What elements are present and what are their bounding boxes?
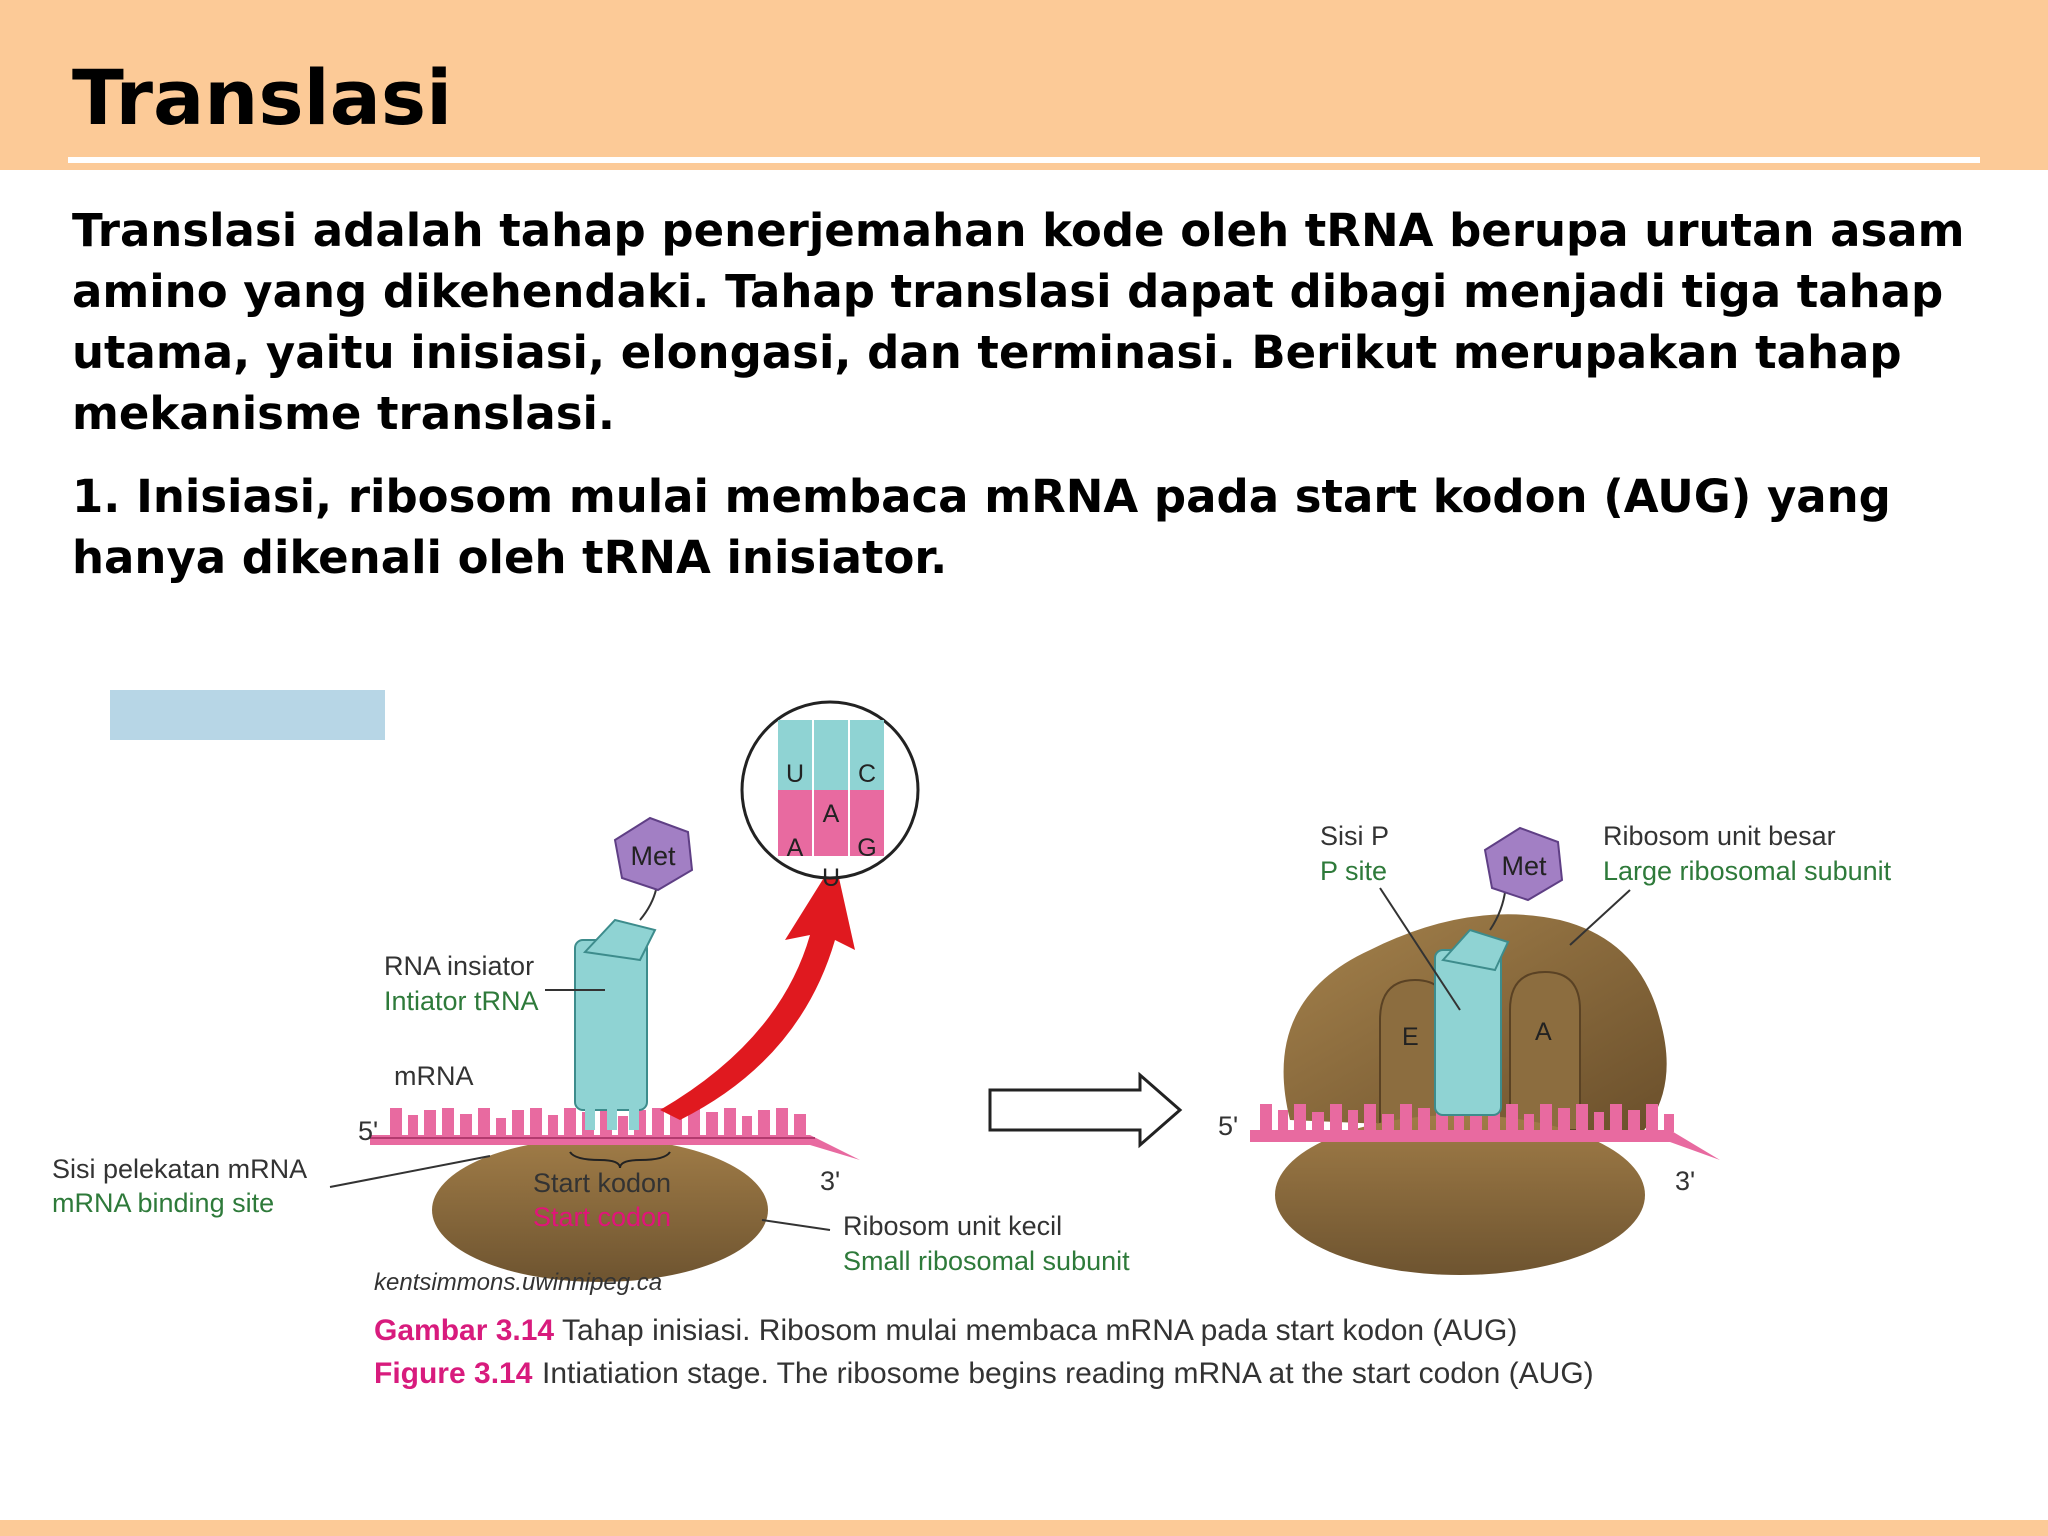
five-prime-left: 5' xyxy=(358,1116,378,1146)
three-prime-left: 3' xyxy=(820,1166,840,1196)
title-bar xyxy=(0,0,2048,170)
large-subunit-label-id: Ribosom unit besar xyxy=(1603,821,1836,851)
caption-en-text: Intiatiation stage. The ribosome begins … xyxy=(542,1357,1594,1390)
caption-id-text: Tahap inisiasi. Ribosom mulai membaca mR… xyxy=(562,1314,1517,1347)
p-site-label-id: Sisi P xyxy=(1320,821,1389,851)
mrna-strand-right xyxy=(1250,1130,1720,1160)
codon-top-1: U xyxy=(786,760,804,788)
figure-source: kentsimmons.uwinnipeg.ca xyxy=(374,1269,662,1296)
start-codon-label-en: Start codon xyxy=(533,1202,671,1232)
codon-bottom-3: G xyxy=(857,834,876,862)
caption-en-label: Figure 3.14 xyxy=(374,1357,533,1390)
codon-bottom-1: A xyxy=(787,834,804,862)
met-hexagon-left xyxy=(613,816,694,892)
start-codon-label-id: Start kodon xyxy=(533,1168,671,1198)
small-subunit-right xyxy=(1275,1115,1645,1275)
mrna-label: mRNA xyxy=(394,1061,474,1091)
title-divider xyxy=(68,157,1980,163)
trna-label-id: RNA insiator xyxy=(384,951,534,981)
figure-svg: Met U A C A U G RNA insiator Intiator tR… xyxy=(52,690,1892,1390)
met-hexagon-right xyxy=(1483,826,1564,902)
small-subunit-label-en: Small ribosomal subunit xyxy=(843,1246,1130,1276)
a-site-label: A xyxy=(1535,1018,1552,1046)
five-prime-right: 5' xyxy=(1218,1111,1238,1141)
e-site-label: E xyxy=(1402,1023,1419,1051)
codon-top-2: A xyxy=(823,800,840,828)
mrna-strand-left xyxy=(370,1135,860,1160)
cropped-highlight xyxy=(110,690,385,740)
three-prime-right: 3' xyxy=(1675,1166,1695,1196)
small-ribosomal-subunit xyxy=(432,1138,768,1282)
initiator-trna-left xyxy=(574,939,648,1111)
binding-site-label-en: mRNA binding site xyxy=(52,1188,274,1218)
mrna-bases-right xyxy=(1260,1104,1674,1132)
caption-id-label: Gambar 3.14 xyxy=(374,1314,554,1347)
met-label-right: Met xyxy=(1501,851,1547,881)
zoom-arrow xyxy=(660,860,855,1120)
slide-body: Translasi adalah tahap penerjemahan kode… xyxy=(72,200,1972,610)
initiator-trna-right xyxy=(1434,949,1502,1116)
process-arrow xyxy=(988,1071,1183,1149)
mrna-bases-left xyxy=(390,1108,806,1136)
p-site-label-en: P site xyxy=(1320,856,1387,886)
step-paragraph: 1. Inisiasi, ribosom mulai membaca mRNA … xyxy=(72,470,1891,584)
translation-initiation-figure: Met U A C A U G RNA insiator Intiator tR… xyxy=(40,690,2010,1410)
slide-title: Translasi xyxy=(72,53,453,142)
intro-paragraph: Translasi adalah tahap penerjemahan kode… xyxy=(72,204,1965,440)
footer-bar xyxy=(0,1520,2048,1536)
codon-bottom-2: U xyxy=(822,864,840,892)
small-subunit-label-id: Ribosom unit kecil xyxy=(843,1211,1062,1241)
large-subunit-label-en: Large ribosomal subunit xyxy=(1603,856,1892,886)
trna-label-en: Intiator tRNA xyxy=(384,986,539,1016)
binding-site-label-id: Sisi pelekatan mRNA xyxy=(52,1154,307,1184)
codon-top-3: C xyxy=(858,760,876,788)
met-label-left: Met xyxy=(630,841,676,871)
